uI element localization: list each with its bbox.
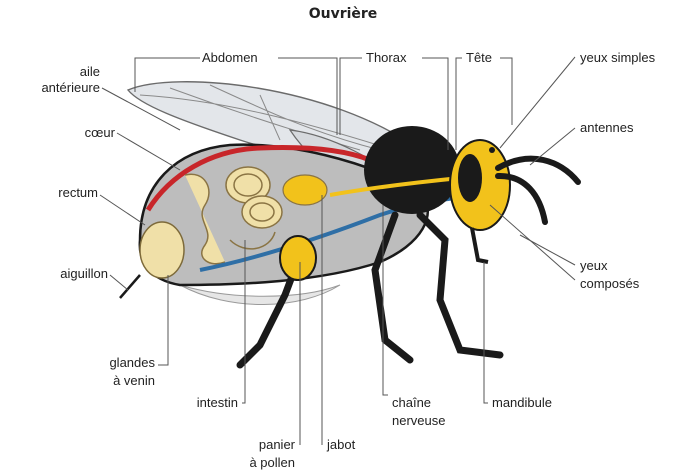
label-anterieure: antérieure — [10, 80, 100, 96]
mandible-shape — [472, 228, 488, 262]
label-a-venin: à venin — [60, 373, 155, 389]
label-rectum: rectum — [20, 185, 98, 201]
label-panier: panier — [220, 437, 295, 453]
label-mandibule: mandibule — [492, 395, 552, 411]
label-jabot: jabot — [327, 437, 355, 453]
rectum-shape — [140, 222, 184, 278]
label-chaine: chaîne — [392, 395, 431, 411]
label-composes: composés — [580, 276, 639, 292]
label-aiguillon: aiguillon — [15, 266, 108, 282]
label-yeux: yeux — [580, 258, 607, 274]
compound-eye — [458, 154, 482, 202]
sting-shape — [120, 275, 140, 298]
label-aile: aile — [30, 64, 100, 80]
label-glandes: glandes — [60, 355, 155, 371]
label-nerveuse: nerveuse — [392, 413, 445, 429]
label-a-pollen: à pollen — [220, 455, 295, 471]
section-abdomen: Abdomen — [200, 50, 260, 66]
section-tete: Tête — [464, 50, 494, 66]
label-coeur: cœur — [40, 125, 115, 141]
section-thorax: Thorax — [364, 50, 408, 66]
label-yeux-simples: yeux simples — [580, 50, 655, 66]
thorax-shape — [364, 126, 460, 214]
label-intestin: intestin — [160, 395, 238, 411]
simple-eye — [489, 147, 495, 153]
pollen-basket — [280, 236, 316, 280]
crop-shape — [283, 175, 327, 205]
label-antennes: antennes — [580, 120, 634, 136]
hindwing-lower — [180, 285, 340, 305]
